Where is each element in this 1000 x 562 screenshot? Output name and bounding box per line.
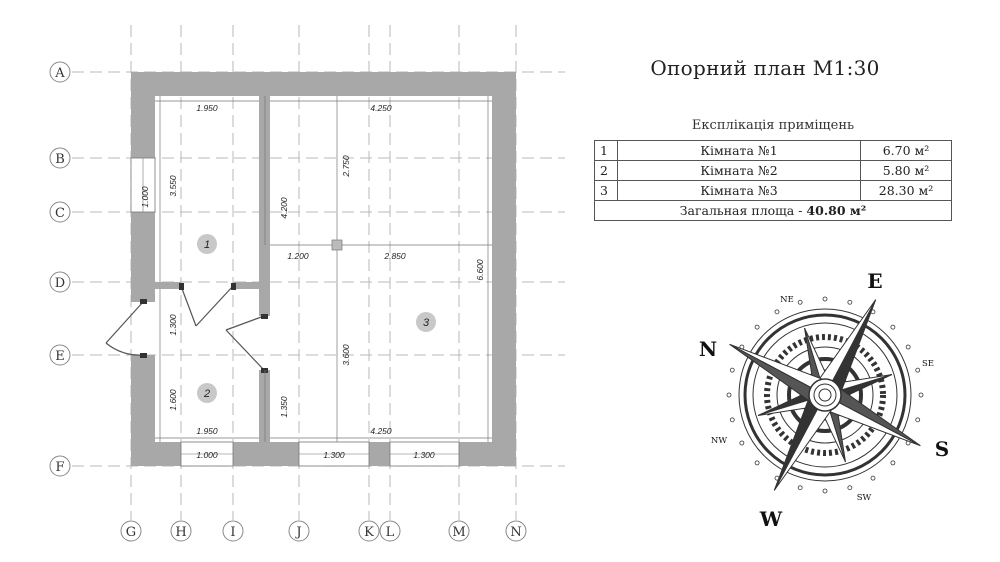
- compass-dot: [918, 392, 924, 398]
- dim-window-bottom-1: 1.000: [196, 450, 218, 460]
- axis-bubbles: [49, 61, 527, 542]
- explication-total-row: Загальная площа - 40.80 м²: [594, 200, 952, 221]
- compass-dot: [870, 475, 876, 481]
- windows: [130, 157, 460, 467]
- total-label: Загальная площа -: [679, 203, 807, 218]
- axis-label-m: M: [452, 525, 465, 540]
- compass-dot: [822, 488, 828, 494]
- compass-dot: [726, 392, 732, 398]
- doors: [105, 285, 265, 371]
- compass-sw: SW: [857, 493, 872, 503]
- compass-se: SE: [922, 359, 934, 369]
- compass-dot: [797, 485, 803, 491]
- dim-room1-width: 1.950: [196, 103, 218, 113]
- dim-room3-height: 4.200: [279, 197, 289, 219]
- compass-dot: [729, 367, 735, 373]
- axis-label-b: B: [55, 152, 65, 167]
- compass-e: E: [867, 269, 882, 293]
- compass-dot: [822, 296, 828, 302]
- total-value: 40.80 м²: [806, 203, 867, 218]
- door-jambs: [140, 283, 268, 373]
- room-badges: [197, 234, 436, 403]
- dim-room3-total: 6.600: [475, 259, 485, 281]
- dim-window-bottom-2: 1.300: [323, 450, 345, 460]
- axis-label-e: E: [55, 349, 65, 364]
- dimension-lines: [155, 96, 492, 442]
- plan-title: Опорний план М1:30: [650, 56, 880, 80]
- dim-room3-left: 1.200: [287, 251, 309, 261]
- window-glazing: [142, 158, 459, 455]
- dim-room3-right: 2.850: [383, 251, 406, 261]
- room-number-2: 2: [203, 388, 210, 400]
- compass-dot: [915, 417, 921, 423]
- axis-label-j: J: [294, 525, 301, 540]
- axis-label-h: H: [175, 525, 186, 540]
- room-name: Кімната №3: [617, 180, 861, 201]
- room-number-3: 3: [423, 317, 430, 329]
- dim-room3-upper: 2.750: [341, 155, 351, 178]
- dim-room1-height: 3.550: [168, 175, 178, 197]
- axis-label-f: F: [55, 460, 64, 475]
- column-marker: [331, 239, 343, 251]
- compass-dot: [915, 367, 921, 373]
- dim-room3-width-top: 4.250: [370, 103, 392, 113]
- axis-label-g: G: [126, 525, 136, 540]
- compass-dot: [890, 460, 896, 466]
- compass-nw: NW: [711, 436, 727, 446]
- dim-room3-lower: 3.600: [341, 344, 351, 366]
- axis-label-a: A: [54, 66, 65, 81]
- compass-dot: [797, 299, 803, 305]
- compass-dot: [729, 417, 735, 423]
- compass-n: N: [699, 337, 717, 361]
- explication-table: 1 Кімната №1 6.70 м² 2 Кімната №2 5.80 м…: [594, 140, 952, 221]
- compass-dot: [847, 299, 853, 305]
- axis-label-n: N: [510, 525, 521, 540]
- compass-s: S: [935, 437, 949, 461]
- axis-label-k: K: [364, 525, 374, 540]
- room-number-1: 1: [204, 239, 210, 251]
- explication-title: Експлікація приміщень: [691, 118, 855, 133]
- walls: [131, 72, 516, 466]
- dim-room2-height: 1.600: [168, 389, 178, 411]
- compass-rose: [726, 296, 924, 494]
- axis-label-i: I: [230, 525, 235, 540]
- compass-dot: [754, 460, 760, 466]
- axis-label-c: C: [55, 206, 65, 221]
- compass-dot: [754, 324, 760, 330]
- axis-label-d: D: [55, 276, 65, 291]
- dim-corridor: 1.300: [168, 314, 178, 336]
- compass-ne: NE: [780, 295, 794, 305]
- dim-room3-width-bottom: 4.250: [370, 426, 392, 436]
- compass-dot: [905, 344, 911, 350]
- compass-dot: [847, 485, 853, 491]
- dim-window-bottom-3: 1.300: [413, 450, 435, 460]
- compass-dot: [774, 309, 780, 315]
- dim-window-left: 1.000: [140, 186, 150, 208]
- total-area: Загальная площа - 40.80 м²: [594, 200, 952, 221]
- compass-dot: [890, 324, 896, 330]
- axis-label-l: L: [386, 525, 395, 540]
- compass-dot: [739, 440, 745, 446]
- dim-door3-height: 1.350: [279, 396, 289, 418]
- dim-room2-width: 1.950: [196, 426, 218, 436]
- compass-w: W: [759, 507, 783, 531]
